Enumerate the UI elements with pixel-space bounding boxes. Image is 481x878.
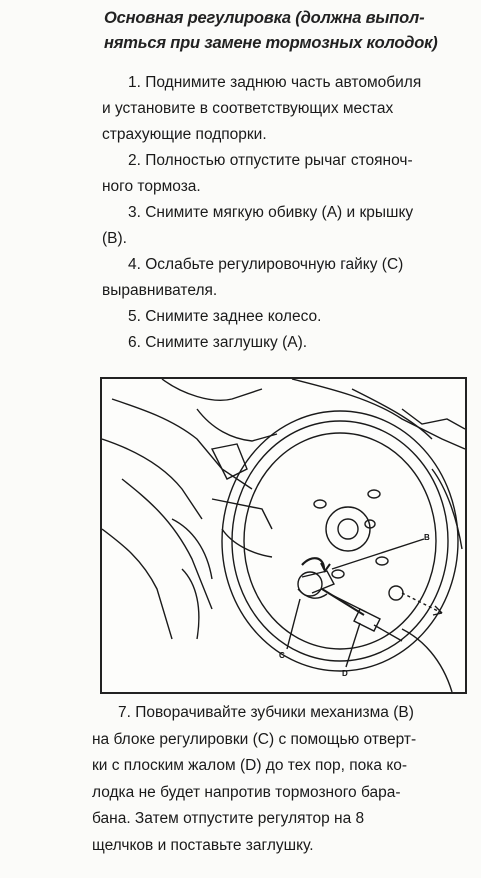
step-5: 5. Снимите заднее колесо. — [102, 304, 472, 330]
step-4: 4. Ослабьте регулировочную гайку (C) выр… — [102, 252, 472, 304]
step-7-line-4: лодка не будет напротив тормозного бара- — [92, 783, 401, 801]
step-3: 3. Снимите мягкую обивку (A) и крышку (B… — [102, 200, 472, 252]
step-4-line-1: 4. Ослабьте регулировочную гайку (C) — [128, 256, 404, 273]
step-6: 6. Снимите заглушку (A). — [102, 330, 472, 356]
step-7-line-3: ки с плоским жалом (D) до тех пор, пока … — [92, 757, 408, 774]
heading-line-1: Основная регулировка (должна выпол- — [104, 9, 425, 27]
label-b: B — [424, 533, 430, 542]
step-7: 7. Поворачивайте зубчики механизма (B) н… — [92, 700, 468, 859]
step-1-line-1: 1. Поднимите заднюю часть автомобиля — [128, 74, 422, 91]
steps-list: 1. Поднимите заднюю часть автомобиля и у… — [102, 70, 472, 356]
step-2: 2. Полностью отпустите рычаг стояноч- но… — [102, 148, 472, 200]
brake-drum-illustration: B C D — [100, 377, 467, 694]
label-d: D — [342, 669, 348, 678]
step-4-line-2: выравнивателя. — [102, 282, 218, 299]
section-heading: Основная регулировка (должна выпол- нять… — [104, 6, 474, 56]
heading-line-2: няться при замене тормозных колодок) — [104, 34, 438, 52]
step-7-line-6: щелчков и поставьте заглушку. — [92, 836, 314, 854]
step-1-line-3: страхующие подпорки. — [102, 126, 267, 143]
step-7-line-2: на блоке регулировки (C) с помощью отвер… — [92, 730, 417, 748]
step-2-line-1: 2. Полностью отпустите рычаг стояноч- — [128, 152, 413, 169]
step-5-line-1: 5. Снимите заднее колесо. — [128, 308, 322, 325]
brake-drum-drawing — [102, 379, 465, 692]
step-6-line-1: 6. Снимите заглушку (A). — [128, 334, 308, 351]
step-1-line-2: и установите в соответствующих местах — [102, 100, 394, 117]
step-3-line-2: (B). — [102, 230, 127, 247]
step-2-line-2: ного тормоза. — [102, 178, 201, 195]
step-1: 1. Поднимите заднюю часть автомобиля и у… — [102, 70, 472, 148]
label-c: C — [279, 651, 285, 660]
step-7-line-5: бана. Затем отпустите регулятор на 8 — [92, 810, 365, 827]
step-3-line-1: 3. Снимите мягкую обивку (A) и крышку — [128, 204, 414, 221]
step-7-line-1: 7. Поворачивайте зубчики механизма (B) — [118, 704, 414, 721]
